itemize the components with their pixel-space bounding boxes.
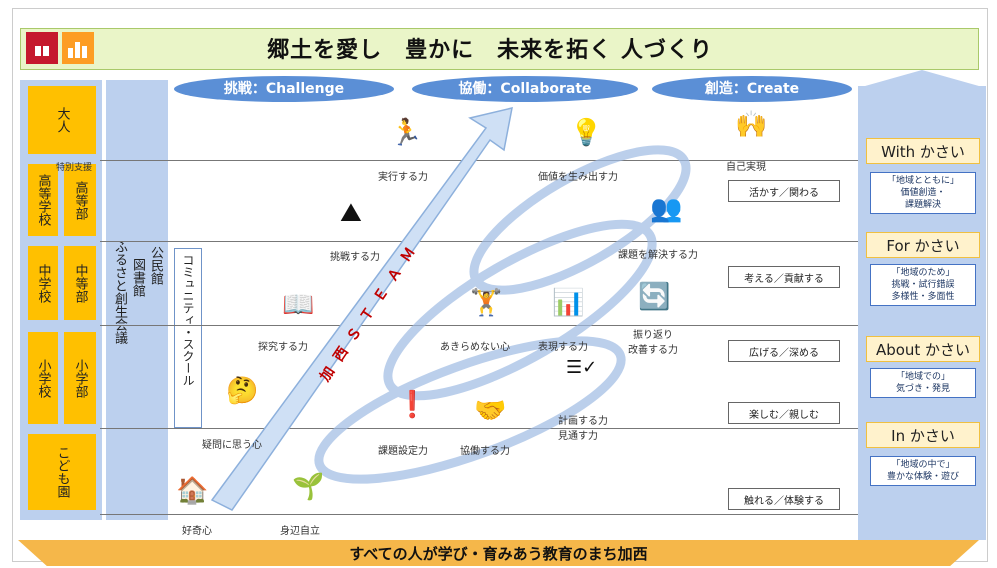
- verb-box-kangaeru: 考える／貢献する: [728, 266, 840, 288]
- ability-koukishin: 好奇心: [182, 526, 212, 537]
- footer-text: すべての人が学び・育みあう教育のまち加西: [349, 545, 648, 563]
- furusato-column: [106, 80, 168, 520]
- ability-kadai-settei: 課題設定力: [378, 446, 428, 457]
- ability-jiko: 自己実現: [726, 162, 766, 173]
- celebrating-person-icon: 🙌: [735, 110, 768, 140]
- footer-banner: [18, 540, 979, 566]
- right-panel-roof: [858, 70, 986, 88]
- thinking-person-icon: 🤔: [226, 376, 259, 406]
- cycle-arrows-icon: 🔄: [638, 282, 671, 312]
- verb-box-ikasu: 活かす／関わる: [728, 180, 840, 202]
- pillar-create: 創造：Create: [652, 76, 852, 102]
- climber-icon: ⛰: [340, 198, 362, 228]
- kasai-about: About かさい: [866, 336, 980, 362]
- sdg-4-icon: [26, 32, 58, 64]
- level-line: [100, 160, 860, 161]
- stage-kodomoen: こども園: [28, 434, 96, 510]
- team-icon: 👥: [650, 194, 683, 224]
- level-line: [100, 428, 860, 429]
- pillar-challenge: 挑戦：Challenge: [174, 76, 394, 102]
- ability-hyougen: 表現する力: [538, 342, 588, 353]
- handshake-icon: 🤝: [474, 396, 507, 426]
- weightlifter-icon: 🏋: [470, 288, 503, 318]
- ability-tankyu: 探究する力: [258, 342, 308, 353]
- kasai-for-desc: 「地域のため」 挑戦・試行錯誤 多様性・多面性: [870, 264, 976, 306]
- header-bar: [20, 28, 979, 70]
- level-line: [100, 325, 860, 326]
- ability-gimon: 疑問に思う心: [202, 440, 262, 451]
- stage-elem-dept: 小学部: [64, 332, 96, 424]
- ability-kyoudou: 協働する力: [460, 446, 510, 457]
- library-label: 図書館: [130, 258, 145, 297]
- verb-box-tanoshimu: 楽しむ／親しむ: [728, 402, 840, 424]
- level-line: [100, 241, 860, 242]
- ability-furikaeri: 振り返り 改善する力: [628, 330, 678, 356]
- stage-middle-dept: 中等部: [64, 246, 96, 320]
- kasai-with-desc: 「地域とともに」 価値創造・ 課題解決: [870, 172, 976, 214]
- special-support-label: 特別支援: [56, 163, 93, 173]
- kominkan-label: 公民館: [148, 246, 163, 285]
- ability-kadai-kaiketsu: 課題を解決する力: [618, 250, 698, 261]
- kasai-for: For かさい: [866, 232, 980, 258]
- page-title: 郷土を愛し 豊かに 未来を拓く 人づくり: [267, 38, 713, 63]
- community-school-label: コミュニティ・スクール: [181, 254, 195, 386]
- sdg-11-icon: [62, 32, 94, 64]
- pillar-collaborate: 協働：Collaborate: [412, 76, 638, 102]
- kasai-with: With かさい: [866, 138, 980, 164]
- stage-elementary: 小学校: [28, 332, 58, 424]
- checklist-icon: ☰✓: [566, 357, 598, 378]
- kasai-about-desc: 「地域での」 気づき・発見: [870, 368, 976, 398]
- kasai-in-desc: 「地域の中で」 豊かな体験・遊び: [870, 456, 976, 486]
- verb-box-fureru: 触れる／体験する: [728, 488, 840, 510]
- stage-high-school: 高等学校: [28, 164, 58, 236]
- stage-high-dept: 高等部: [64, 164, 96, 236]
- runner-icon: 🏃: [390, 118, 423, 148]
- stage-junior-high: 中学校: [28, 246, 58, 320]
- ability-keikaku: 計画する力 見通す力: [558, 416, 608, 442]
- ability-chousen: 挑戦する力: [330, 252, 380, 263]
- level-line: [100, 514, 860, 515]
- sprout-icon: 🌱: [292, 472, 325, 502]
- stage-adult: 大人: [28, 86, 96, 154]
- reading-person-icon: 📖: [282, 290, 315, 320]
- presentation-icon: 📊: [552, 288, 585, 318]
- ability-akiramenai: あきらめない心: [440, 342, 510, 353]
- kasai-in: In かさい: [866, 422, 980, 448]
- verb-box-hirogeru: 広げる／深める: [728, 340, 840, 362]
- ability-shinpen: 身辺自立: [280, 526, 320, 537]
- ability-kachi: 価値を生み出す力: [538, 172, 618, 183]
- ability-jikkou: 実行する力: [378, 172, 428, 183]
- furusato-label: ふるさと創生会議: [112, 240, 127, 344]
- community-school-box: [174, 248, 202, 428]
- idea-person-icon: 💡: [570, 118, 603, 148]
- kid-house-icon: 🏠: [176, 476, 209, 506]
- head-idea-icon: ❗: [396, 390, 429, 420]
